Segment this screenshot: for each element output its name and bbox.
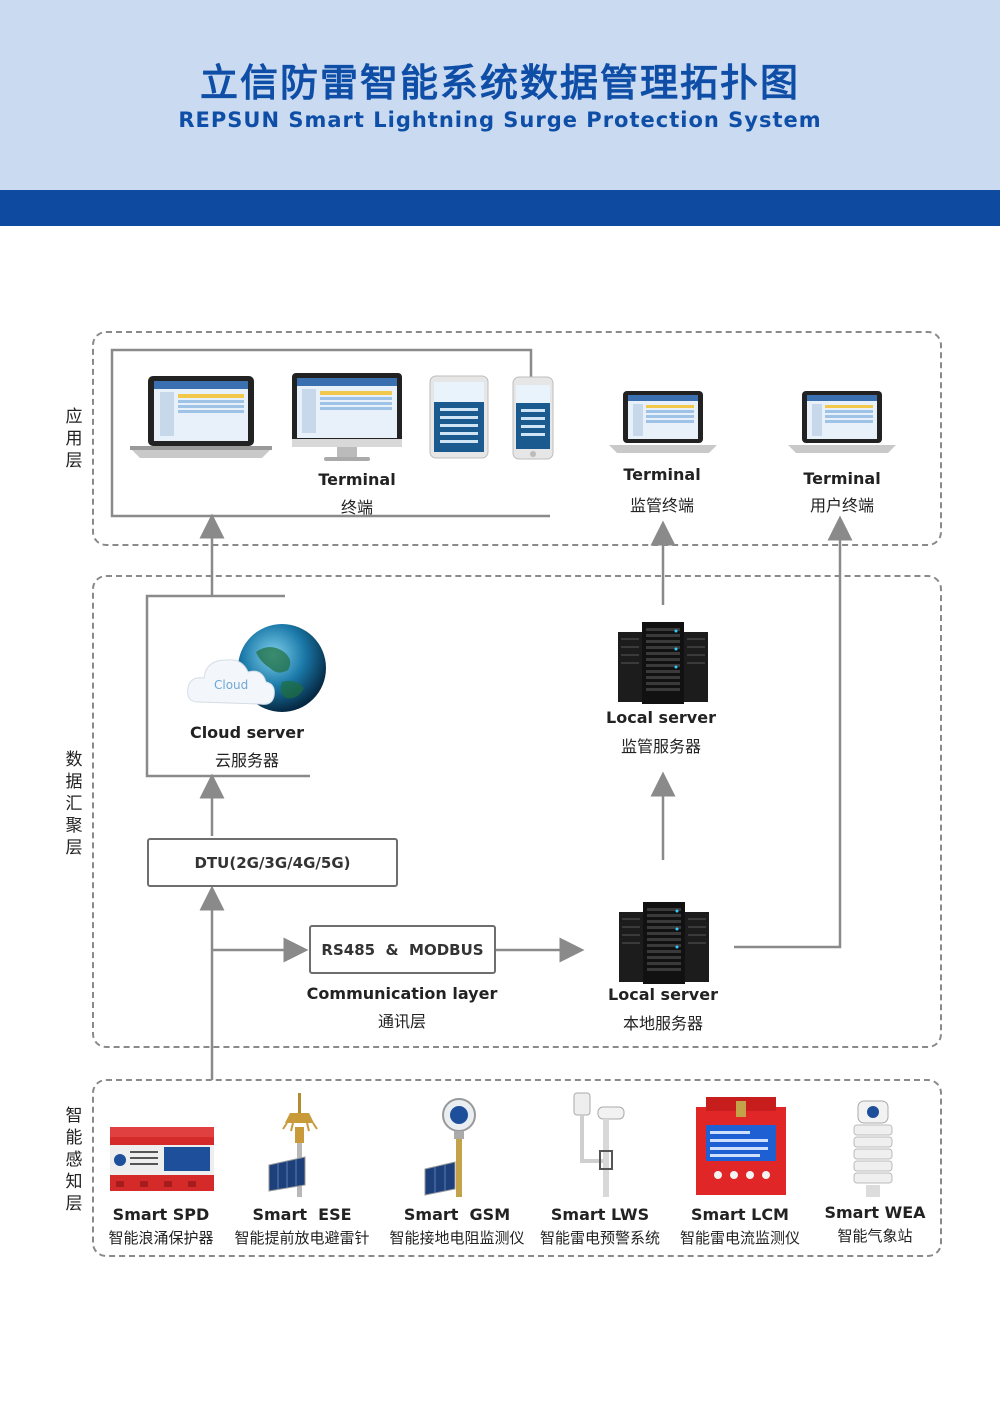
dtu-box: DTU(2G/3G/4G/5G) [147,838,398,887]
device-label-en: Smart GSM [403,1205,511,1224]
layer-label-text: 数据汇聚层 [65,750,83,858]
device-label-cn: 智能气象站 [837,1227,913,1245]
supervision-server-label-en: Local server [606,708,716,727]
lws-device-icon [573,1092,625,1197]
ese-device-icon [268,1093,318,1197]
tablet-icon [429,375,489,459]
header-bar [0,190,1000,226]
communication-layer-label-en: Communication layer [306,984,498,1003]
local-server-label-en: Local server [608,985,718,1004]
device-label-en: Smart LCM [691,1205,789,1224]
protocol-box: RS485 & MODBUS [309,925,496,974]
layer-label-aggregation: 数据汇聚层 [63,749,85,859]
terminal-user-label-cn: 用户终端 [809,496,874,515]
cloud-logo-text: Cloud [214,678,249,692]
page-subtitle: REPSUN Smart Lightning Surge Protection … [178,108,822,132]
local-server-rack-icon [619,902,709,984]
communication-layer-label-cn: 通讯层 [377,1012,426,1031]
gsm-device-icon [424,1098,476,1197]
arrow-local-to-user-terminal [734,515,853,949]
local-server-label-cn: 本地服务器 [622,1014,703,1033]
terminal-main-label-cn: 终端 [340,498,373,517]
cloud-globe-icon [187,624,326,712]
supervision-server-rack-icon [618,622,708,704]
layer-label-application: 应用层 [63,406,85,472]
terminal-group-bracket [110,348,550,518]
lcm-device-icon [696,1097,786,1195]
monitor-icon [292,373,402,461]
device-label-cn: 智能接地电阻监测仪 [389,1229,525,1247]
smartphone-icon [512,376,554,460]
cloud-group-bracket [145,594,310,778]
terminal-main-label-en: Terminal [318,470,396,489]
spd-device-icon [110,1127,214,1191]
supervision-laptop-icon [609,391,717,453]
terminal-supervision-label-cn: 监管终端 [629,496,694,515]
laptop-icon [130,376,272,458]
device-label-en: Smart ESE [252,1205,352,1224]
aggregation-layer-box [92,575,942,1048]
header-banner [0,0,1000,190]
wea-device-icon [853,1100,893,1197]
page-title: 立信防雷智能系统数据管理拓扑图 [199,61,800,105]
device-label-en: Smart WEA [824,1203,926,1222]
protocol-label: RS485 & MODBUS [321,940,484,959]
cloud-server-label-en: Cloud server [189,723,305,742]
device-label-cn: 智能浪涌保护器 [108,1229,214,1247]
cloud-server-label-cn: 云服务器 [214,751,279,770]
device-label-en: Smart SPD [112,1205,210,1224]
perception-layer-box [92,1079,942,1257]
layer-label-perception: 智能感知层 [63,1105,85,1215]
dtu-label: DTU(2G/3G/4G/5G) [194,853,351,872]
terminal-supervision-label-en: Terminal [623,465,701,484]
device-label-cn: 智能雷电预警系统 [539,1229,660,1247]
terminal-user-label-en: Terminal [803,469,881,488]
layer-label-text: 智能感知层 [65,1106,83,1214]
user-laptop-icon [788,391,896,453]
layer-label-text: 应用层 [65,407,83,471]
supervision-server-label-cn: 监管服务器 [620,737,701,756]
device-label-cn: 智能提前放电避雷针 [234,1229,370,1247]
device-label-en: Smart LWS [550,1205,650,1224]
application-layer-box [92,331,942,546]
device-label-cn: 智能雷电流监测仪 [679,1229,800,1247]
